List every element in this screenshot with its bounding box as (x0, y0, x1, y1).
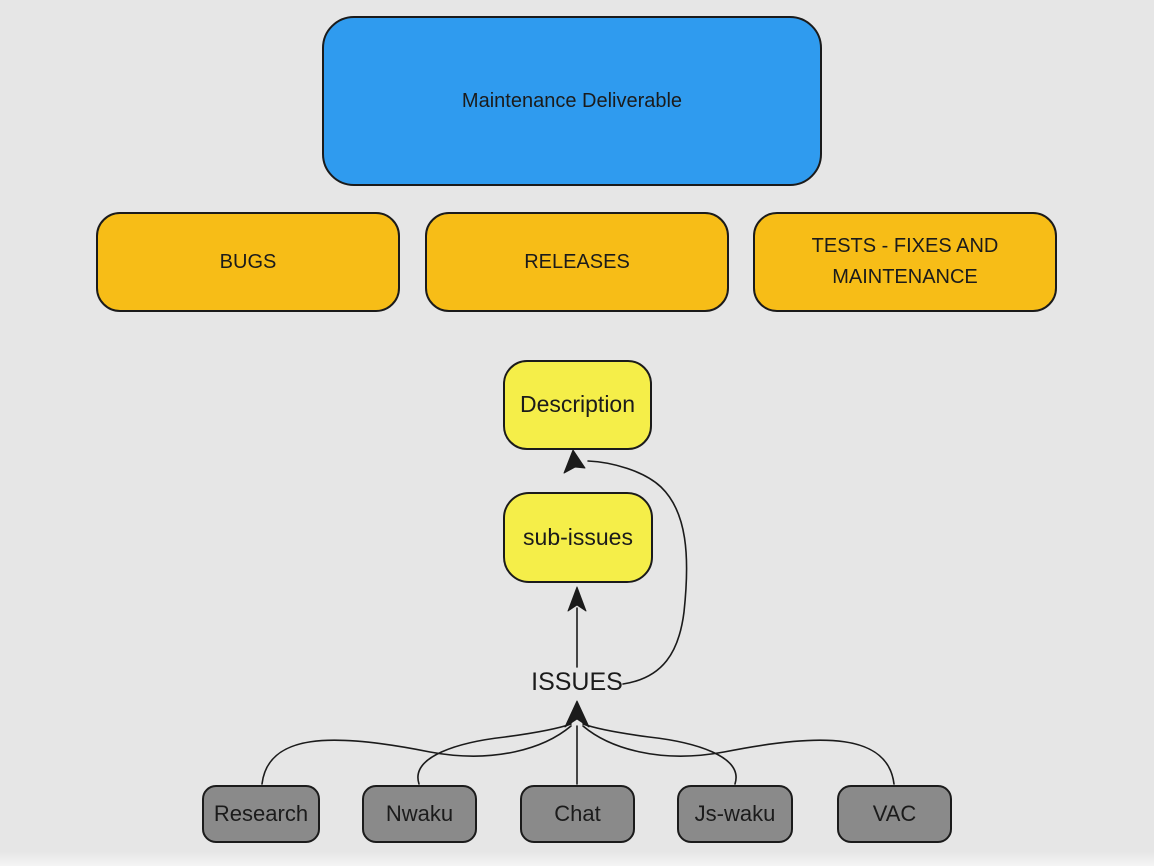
edge-vac-to-issues (582, 725, 895, 785)
node-releases[interactable]: RELEASES (425, 212, 729, 312)
arrowhead-into-subissues (567, 586, 587, 612)
edge-issues-to-description (587, 460, 688, 685)
arrowhead-into-issues (564, 700, 590, 728)
node-nwaku-label: Nwaku (385, 800, 454, 826)
node-research[interactable]: Research (202, 785, 320, 843)
node-sub-issues[interactable]: sub-issues (503, 492, 653, 583)
node-bugs-label: BUGS (219, 250, 277, 273)
node-releases-label: RELEASES (524, 250, 630, 273)
node-chat[interactable]: Chat (520, 785, 635, 843)
node-research-label: Research (213, 800, 309, 826)
edge-research-to-issues (261, 725, 572, 785)
node-description[interactable]: Description (503, 360, 652, 450)
edge-nwaku-to-issues (417, 723, 572, 785)
canvas-bottom-edge (0, 852, 1154, 866)
node-nwaku[interactable]: Nwaku (362, 785, 477, 843)
node-sub-issues-label: sub-issues (523, 523, 633, 550)
node-vac[interactable]: VAC (837, 785, 952, 843)
edge-jswaku-to-issues (582, 723, 737, 785)
arrowhead-into-description (563, 449, 586, 474)
node-maintenance-deliverable-label: Maintenance Deliverable (461, 89, 683, 112)
node-tests-fixes-maintenance-label: TESTS - FIXES AND MAINTENANCE (811, 235, 999, 288)
node-bugs[interactable]: BUGS (96, 212, 400, 312)
node-chat-label: Chat (554, 800, 601, 826)
node-description-label: Description (519, 391, 636, 418)
node-vac-label: VAC (872, 800, 917, 826)
node-js-waku-label: Js-waku (694, 800, 776, 826)
node-maintenance-deliverable[interactable]: Maintenance Deliverable (322, 16, 822, 186)
node-tests-fixes-maintenance[interactable]: TESTS - FIXES AND MAINTENANCE (753, 212, 1057, 312)
node-issues-label[interactable]: ISSUES (531, 668, 623, 696)
node-js-waku[interactable]: Js-waku (677, 785, 793, 843)
